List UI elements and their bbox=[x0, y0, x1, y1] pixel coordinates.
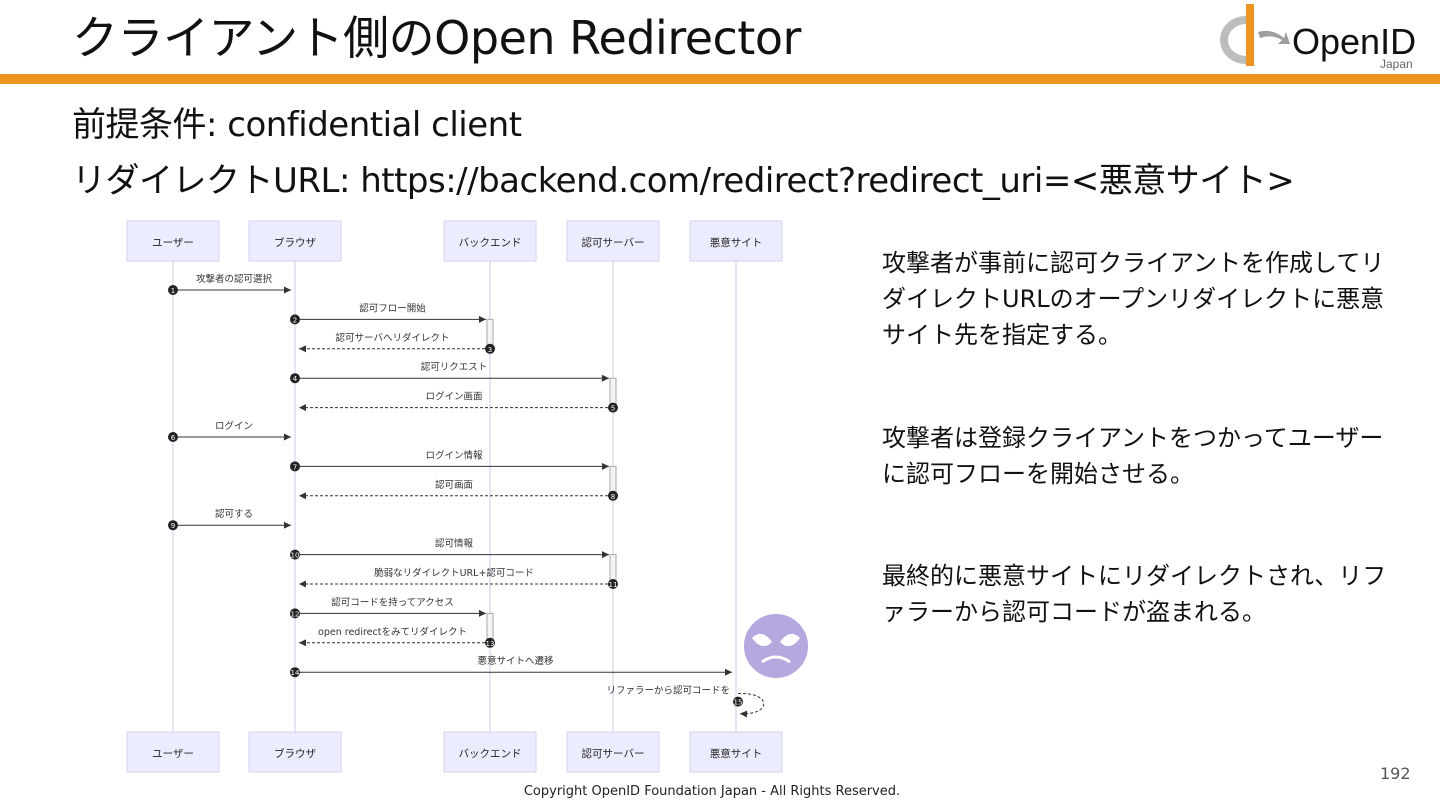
title-divider bbox=[0, 74, 1440, 84]
participant-label-top: 認可サーバー bbox=[582, 236, 645, 249]
step-number: 10 bbox=[291, 552, 300, 560]
message-label: 認可サーバへリダイレクト bbox=[336, 332, 450, 344]
message-label: 認可する bbox=[215, 508, 253, 520]
step-number-badge bbox=[290, 461, 300, 472]
step-number-badge bbox=[168, 520, 178, 531]
message-label: ログイン情報 bbox=[425, 449, 483, 461]
participant-box-bottom bbox=[126, 731, 220, 773]
participant-box-top bbox=[689, 220, 783, 262]
openid-logo-subtext: Japan bbox=[1380, 57, 1413, 71]
message-label: 認可フロー開始 bbox=[359, 302, 426, 314]
step-number: 5 bbox=[611, 405, 615, 413]
participant-label-top: ブラウザ bbox=[274, 236, 316, 249]
openid-logo: OpenID Japan bbox=[1220, 4, 1416, 71]
participant-label-top: ユーザー bbox=[152, 237, 194, 249]
step-number-badge bbox=[290, 667, 300, 678]
message-label: 攻撃者の認可選択 bbox=[196, 273, 273, 285]
message-label: ログイン bbox=[215, 420, 253, 432]
message-label: 認可情報 bbox=[435, 538, 474, 550]
participant-label-bottom: 悪意サイト bbox=[710, 747, 763, 760]
slide-title: クライアント側のOpen Redirector bbox=[72, 11, 801, 65]
participant-box-top bbox=[566, 220, 660, 262]
step-number: 13 bbox=[486, 640, 495, 648]
step-number-badge bbox=[608, 579, 618, 589]
message-label: 認可リクエスト bbox=[421, 361, 488, 373]
step-number: 15 bbox=[734, 699, 743, 707]
openid-logo-arrow bbox=[1258, 30, 1290, 44]
participant-box-bottom bbox=[689, 731, 783, 773]
step-number: 8 bbox=[611, 493, 615, 501]
participant-box-top bbox=[248, 220, 342, 262]
premise-condition: 前提条件: confidential client bbox=[72, 105, 522, 145]
participant-label-bottom: バックエンド bbox=[459, 748, 522, 760]
participant-label-bottom: ユーザー bbox=[152, 748, 194, 760]
participant-label-top: バックエンド bbox=[459, 237, 522, 249]
openid-logo-bar bbox=[1246, 4, 1254, 66]
step-number-badge bbox=[485, 637, 495, 648]
message-label: 悪意サイトへ遷移 bbox=[477, 655, 554, 667]
step-number: 12 bbox=[291, 610, 300, 618]
participant-box-bottom bbox=[566, 731, 660, 773]
step-number: 2 bbox=[293, 316, 297, 324]
sequence-diagram: ユーザーユーザーブラウザブラウザバックエンドバックエンド認可サーバー認可サーバー… bbox=[126, 220, 810, 773]
step-number: 4 bbox=[293, 375, 298, 383]
step-number: 1 bbox=[171, 287, 175, 295]
page-number: 192 bbox=[1380, 764, 1411, 783]
step-number-badge bbox=[290, 549, 300, 560]
participant-box-bottom bbox=[443, 731, 537, 773]
step-number: 14 bbox=[291, 669, 300, 677]
step-number-badge bbox=[168, 432, 178, 442]
step-number: 9 bbox=[171, 522, 175, 530]
step-number: 7 bbox=[293, 463, 297, 471]
step-number-badge bbox=[608, 490, 618, 501]
openid-logo-text: OpenID bbox=[1292, 21, 1416, 62]
step-number: 11 bbox=[609, 581, 618, 589]
step-number-badge bbox=[733, 696, 743, 707]
participant-label-bottom: ブラウザ bbox=[274, 747, 316, 760]
step-number-badge bbox=[608, 402, 618, 413]
description-step-3: 最終的に悪意サイトにリダイレクトされ、リファラーから認可コードが盗まれる。 bbox=[882, 562, 1387, 626]
participant-box-top bbox=[443, 220, 537, 262]
participant-label-top: 悪意サイト bbox=[710, 236, 763, 249]
step-number-badge bbox=[290, 608, 300, 619]
participant-box-bottom bbox=[248, 731, 342, 773]
malicious-face-icon bbox=[742, 612, 810, 680]
copyright-notice: Copyright OpenID Foundation Japan - All … bbox=[523, 784, 901, 799]
openid-logo-arc bbox=[1220, 16, 1247, 64]
message-label: リファラーから認可コードを bbox=[606, 685, 730, 697]
step-number-badge bbox=[290, 314, 300, 325]
participant-box-top bbox=[126, 220, 220, 262]
message-label: 認可コードを持ってアクセス bbox=[331, 596, 454, 608]
description-step-1: 攻撃者が事前に認可クライアントを作成してリダイレクトURLのオープンリダイレクト… bbox=[882, 249, 1385, 349]
message-label: ログイン画面 bbox=[425, 391, 482, 403]
step-number-badge bbox=[485, 343, 495, 354]
step-number-badge bbox=[290, 373, 300, 384]
message-label: 認可画面 bbox=[435, 479, 473, 491]
description-step-2: 攻撃者は登録クライアントをつかってユーザーに認可フローを開始させる。 bbox=[882, 424, 1384, 488]
step-number-badge bbox=[168, 285, 178, 295]
message-label: open redirectをみてリダイレクト bbox=[318, 626, 467, 638]
message-label: 脆弱なリダイレクトURL+認可コード bbox=[374, 567, 534, 579]
step-number: 6 bbox=[171, 434, 176, 442]
participant-label-bottom: 認可サーバー bbox=[582, 747, 645, 760]
premise-redirect-url: リダイレクトURL: https://backend.com/redirect?… bbox=[72, 161, 1295, 201]
step-number: 3 bbox=[488, 346, 492, 354]
